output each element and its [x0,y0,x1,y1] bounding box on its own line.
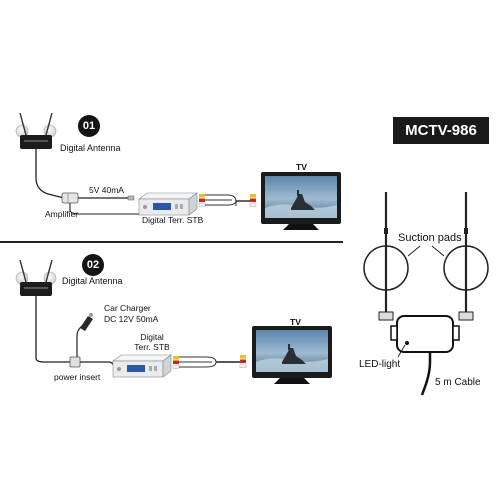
suction-pad-left [363,245,409,291]
rca-plugs-1b [249,193,257,207]
digital-antenna-2 [15,259,57,297]
setup-2 [15,259,332,384]
charger-label-line1: Car Charger [104,303,151,313]
receiver-box [396,315,454,353]
step-number-2: 02 [82,254,104,276]
car-charger [80,316,93,331]
stb-label-1: Digital Terr. STB [142,215,204,225]
setup-1 [15,112,341,230]
suction-pad-right [443,245,489,291]
antenna-label-1: Digital Antenna [60,143,121,153]
rca-plugs-2a [172,355,180,369]
antenna-cable-2 [35,296,70,363]
tv-label-2: TV [290,317,301,327]
rca-plugs-1a [198,193,206,207]
amplifier [61,192,79,204]
stb-label-2-line2: Terr. STB [134,342,170,352]
stb-label-2-line1: Digital [140,332,164,342]
rca-plugs-2b [239,354,247,368]
tv-1 [261,172,341,230]
power-insert-label: power insert [54,372,101,382]
led-light [405,341,409,345]
antenna-label-2: Digital Antenna [62,276,123,286]
tv-2 [252,326,332,384]
charger-label-line2: DC 12V 50mA [104,314,159,324]
power-insert [69,356,81,368]
led-light-label: LED-light [359,359,401,370]
stb-1 [138,192,198,216]
amplifier-label: Amplifier [45,209,79,219]
digital-antenna-1 [15,112,57,150]
detail-cable [420,352,432,396]
antenna-cable-1 [35,149,65,199]
stb-2 [112,354,172,378]
suction-pads-label: Suction pads [398,232,462,244]
tv-label-1: TV [296,162,307,172]
charger-cable [76,325,83,357]
product-detail [363,192,489,396]
cable-length-label: 5 m Cable [435,377,481,388]
step-number-1: 01 [78,115,100,137]
power-label-1: 5V 40mA [89,185,124,195]
model-badge: MCTV-986 [393,117,489,144]
